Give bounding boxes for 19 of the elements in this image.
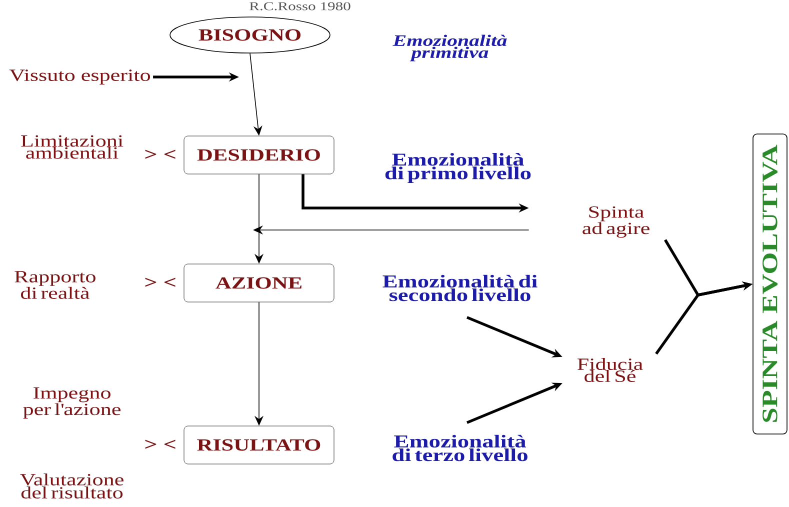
side-text: Impegno per l'azione	[23, 387, 120, 419]
stage-box: RISULTATO	[184, 426, 334, 464]
stage-box: DESIDERIO	[184, 136, 334, 174]
node-text: Emozionalità di terzo livello	[392, 434, 528, 462]
comparison-sign: > <	[145, 440, 176, 449]
node-text: Vissuto esperito	[9, 70, 150, 84]
node-text: Spinta ad agire	[582, 206, 650, 238]
comparison-sign: > <	[145, 150, 176, 159]
node-text: Emozionalità di secondo livello	[382, 274, 538, 302]
stage-box: AZIONE	[184, 264, 334, 302]
note-text: Emozionalità primitiva	[392, 34, 507, 62]
side-text: Limitazioni ambientali	[21, 135, 124, 159]
side-text: Valutazione del risultato	[20, 474, 124, 499]
side-text: Rapporto di realtà	[14, 271, 96, 299]
note-text: Emozionalità di primo livello	[385, 153, 531, 183]
comparison-sign: > <	[145, 278, 176, 287]
result-box: SPINTA EVOLUTIVA	[752, 134, 788, 434]
author-note: R.C.Rosso 1980	[250, 2, 350, 10]
node-text: Fiducia del Sé	[578, 358, 643, 382]
